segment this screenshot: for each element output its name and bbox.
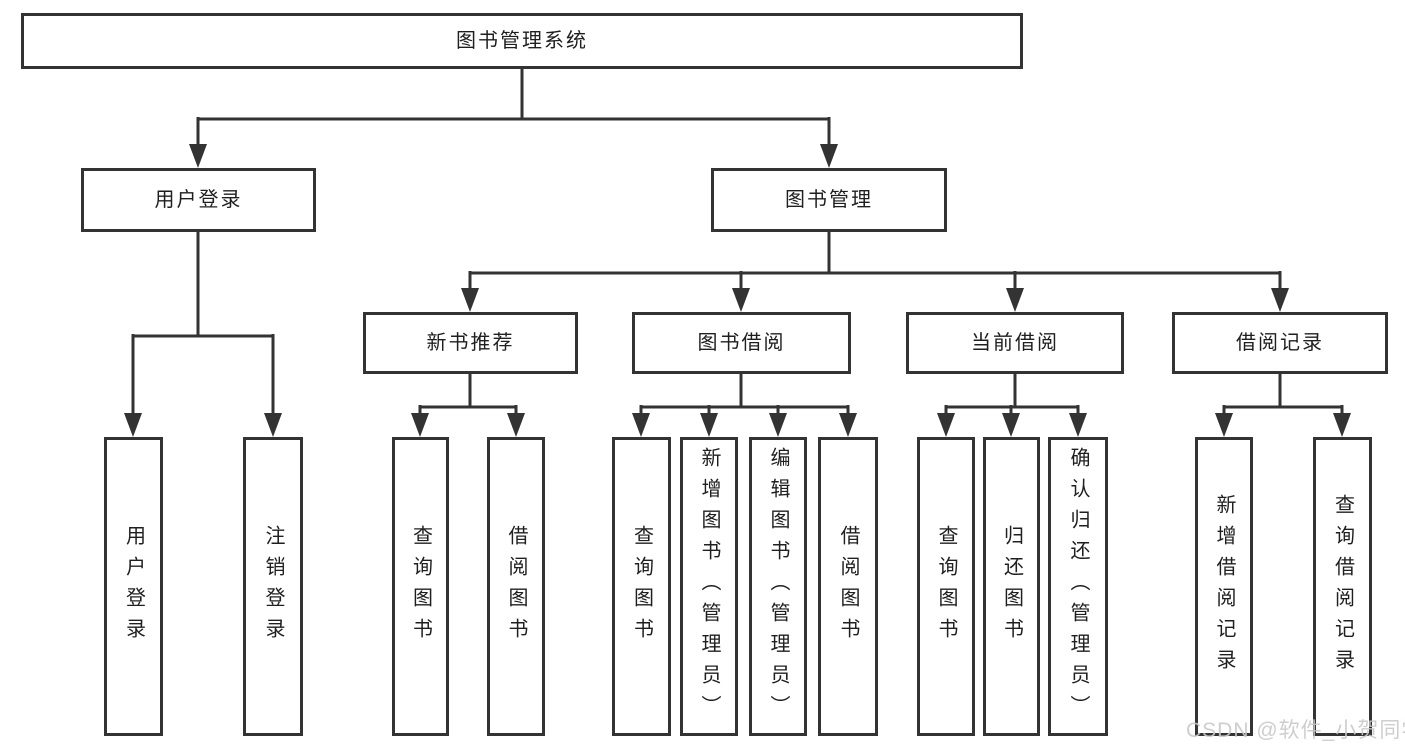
node-new-book-recommend: 新书推荐 — [363, 312, 578, 374]
node-book-management: 图书管理 — [711, 168, 947, 232]
leaf-newbook-borrow-books: 借阅图书 — [487, 437, 545, 736]
connector-book-management-to-groups — [461, 229, 1289, 312]
watermark: CSDN @软件_小贺同学 — [1186, 719, 1405, 742]
connector-new-book-to-leaves — [411, 371, 525, 437]
node-user-login: 用户登录 — [81, 168, 316, 232]
leaf-borrow-add-books-admin: 新增图书（管理员） — [680, 437, 738, 736]
leaf-current-confirm-return-admin: 确认归还（管理员） — [1048, 437, 1108, 736]
leaf-current-query-books: 查询图书 — [917, 437, 975, 736]
connector-user-login-to-leaves — [124, 229, 282, 437]
connector-borrow-record-to-leaves — [1215, 371, 1351, 437]
leaf-newbook-query-books: 查询图书 — [392, 437, 449, 736]
leaf-borrow-borrow-books: 借阅图书 — [818, 437, 878, 736]
leaf-borrow-query-books: 查询图书 — [612, 437, 671, 736]
leaf-borrow-edit-books-admin: 编辑图书（管理员） — [749, 437, 807, 736]
node-book-borrowing: 图书借阅 — [632, 312, 851, 374]
node-current-borrowing: 当前借阅 — [906, 312, 1124, 374]
leaf-record-add-borrow-record: 新增借阅记录 — [1195, 437, 1253, 736]
node-library-system: 图书管理系统 — [21, 13, 1023, 69]
connector-root-to-branches — [189, 66, 838, 168]
leaf-current-return-books: 归还图书 — [983, 437, 1040, 736]
node-borrowing-records: 借阅记录 — [1172, 312, 1388, 374]
leaf-logout: 注销登录 — [243, 437, 303, 736]
leaf-user-login: 用户登录 — [104, 437, 163, 736]
connector-current-borrow-to-leaves — [937, 371, 1087, 437]
leaf-record-query-borrow-record: 查询借阅记录 — [1313, 437, 1372, 736]
connector-book-borrow-to-leaves — [632, 371, 857, 437]
